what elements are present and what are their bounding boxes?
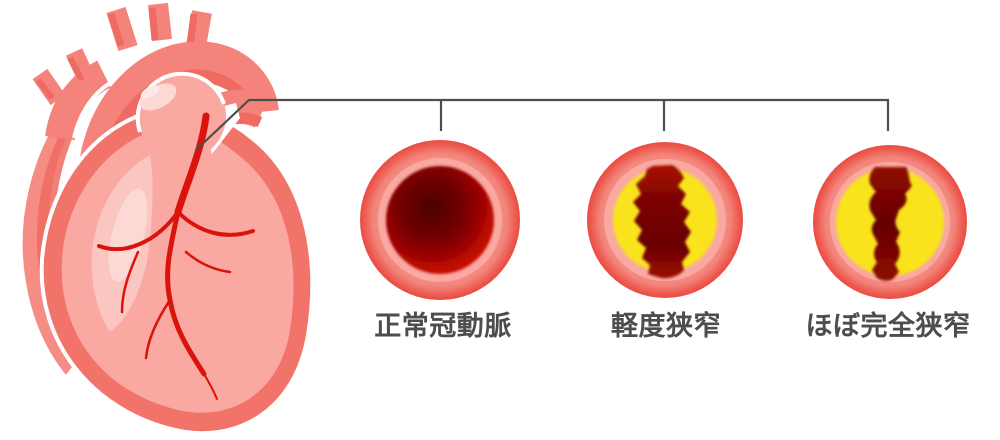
lumen-narrowed — [633, 165, 691, 279]
pointer-line — [195, 98, 890, 151]
lumen-channel — [869, 167, 912, 281]
heart-illustration — [18, 2, 315, 436]
lumen-open — [386, 166, 494, 274]
artery-cross-section-severe — [813, 145, 967, 299]
stage-label-normal: 正常冠動脈 — [374, 311, 512, 341]
artery-cross-section-mild — [587, 142, 743, 298]
artery-cross-section-normal — [360, 140, 520, 300]
heart-highlight-bright — [108, 188, 148, 282]
stage-label-mild: 軽度狭窄 — [611, 311, 721, 341]
coronary-artery — [97, 112, 255, 400]
callout-lines — [195, 98, 890, 151]
stage-label-severe: ほぼ完全狭窄 — [805, 311, 971, 341]
heart-body — [39, 105, 315, 436]
